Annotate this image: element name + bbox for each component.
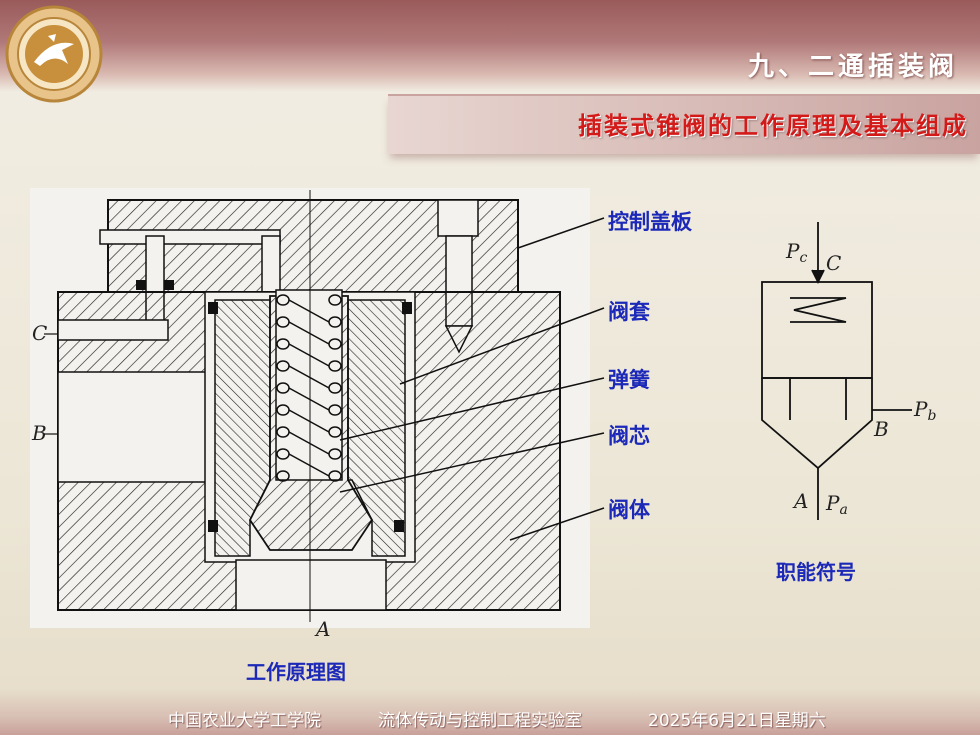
- symbol-a-label: A: [792, 489, 808, 513]
- spring: [276, 294, 342, 482]
- section-title: 九、二通插装阀: [747, 52, 958, 82]
- footer-lab: 流体传动与控制工程实验室: [378, 711, 582, 731]
- symbol-caption: 职能符号: [776, 560, 856, 584]
- symbol-pb-label: Pb: [913, 397, 936, 424]
- footer-org: 中国农业大学工学院: [168, 711, 321, 731]
- symbol-pa-label: Pa: [825, 491, 848, 518]
- footer: 中国农业大学工学院 流体传动与控制工程实验室 2025年6月21日星期六: [0, 689, 980, 735]
- port-b-label: B: [31, 421, 47, 445]
- leader-lines: [339, 217, 605, 541]
- symbol-c-label: C: [826, 251, 841, 275]
- subtitle-box: 插装式锥阀的工作原理及基本组成: [388, 94, 980, 154]
- callout-valve-sleeve: 阀套: [608, 300, 650, 324]
- header-band: [0, 0, 980, 92]
- symbol-b-label: B: [873, 417, 889, 441]
- port-a-label: A: [314, 617, 330, 641]
- symbol-pc-label: Pc: [785, 239, 807, 266]
- diagram-caption: 工作原理图: [246, 660, 346, 684]
- slide-subtitle: 插装式锥阀的工作原理及基本组成: [578, 111, 968, 140]
- callout-control-cover: 控制盖板: [608, 210, 692, 234]
- callout-valve-body: 阀体: [608, 498, 650, 522]
- callout-valve-core: 阀芯: [608, 424, 650, 448]
- function-symbol: [761, 222, 912, 520]
- footer-date: 2025年6月21日星期六: [648, 711, 826, 731]
- college-logo: [5, 5, 103, 103]
- port-c-label: C: [32, 321, 47, 345]
- callout-spring: 弹簧: [608, 368, 650, 392]
